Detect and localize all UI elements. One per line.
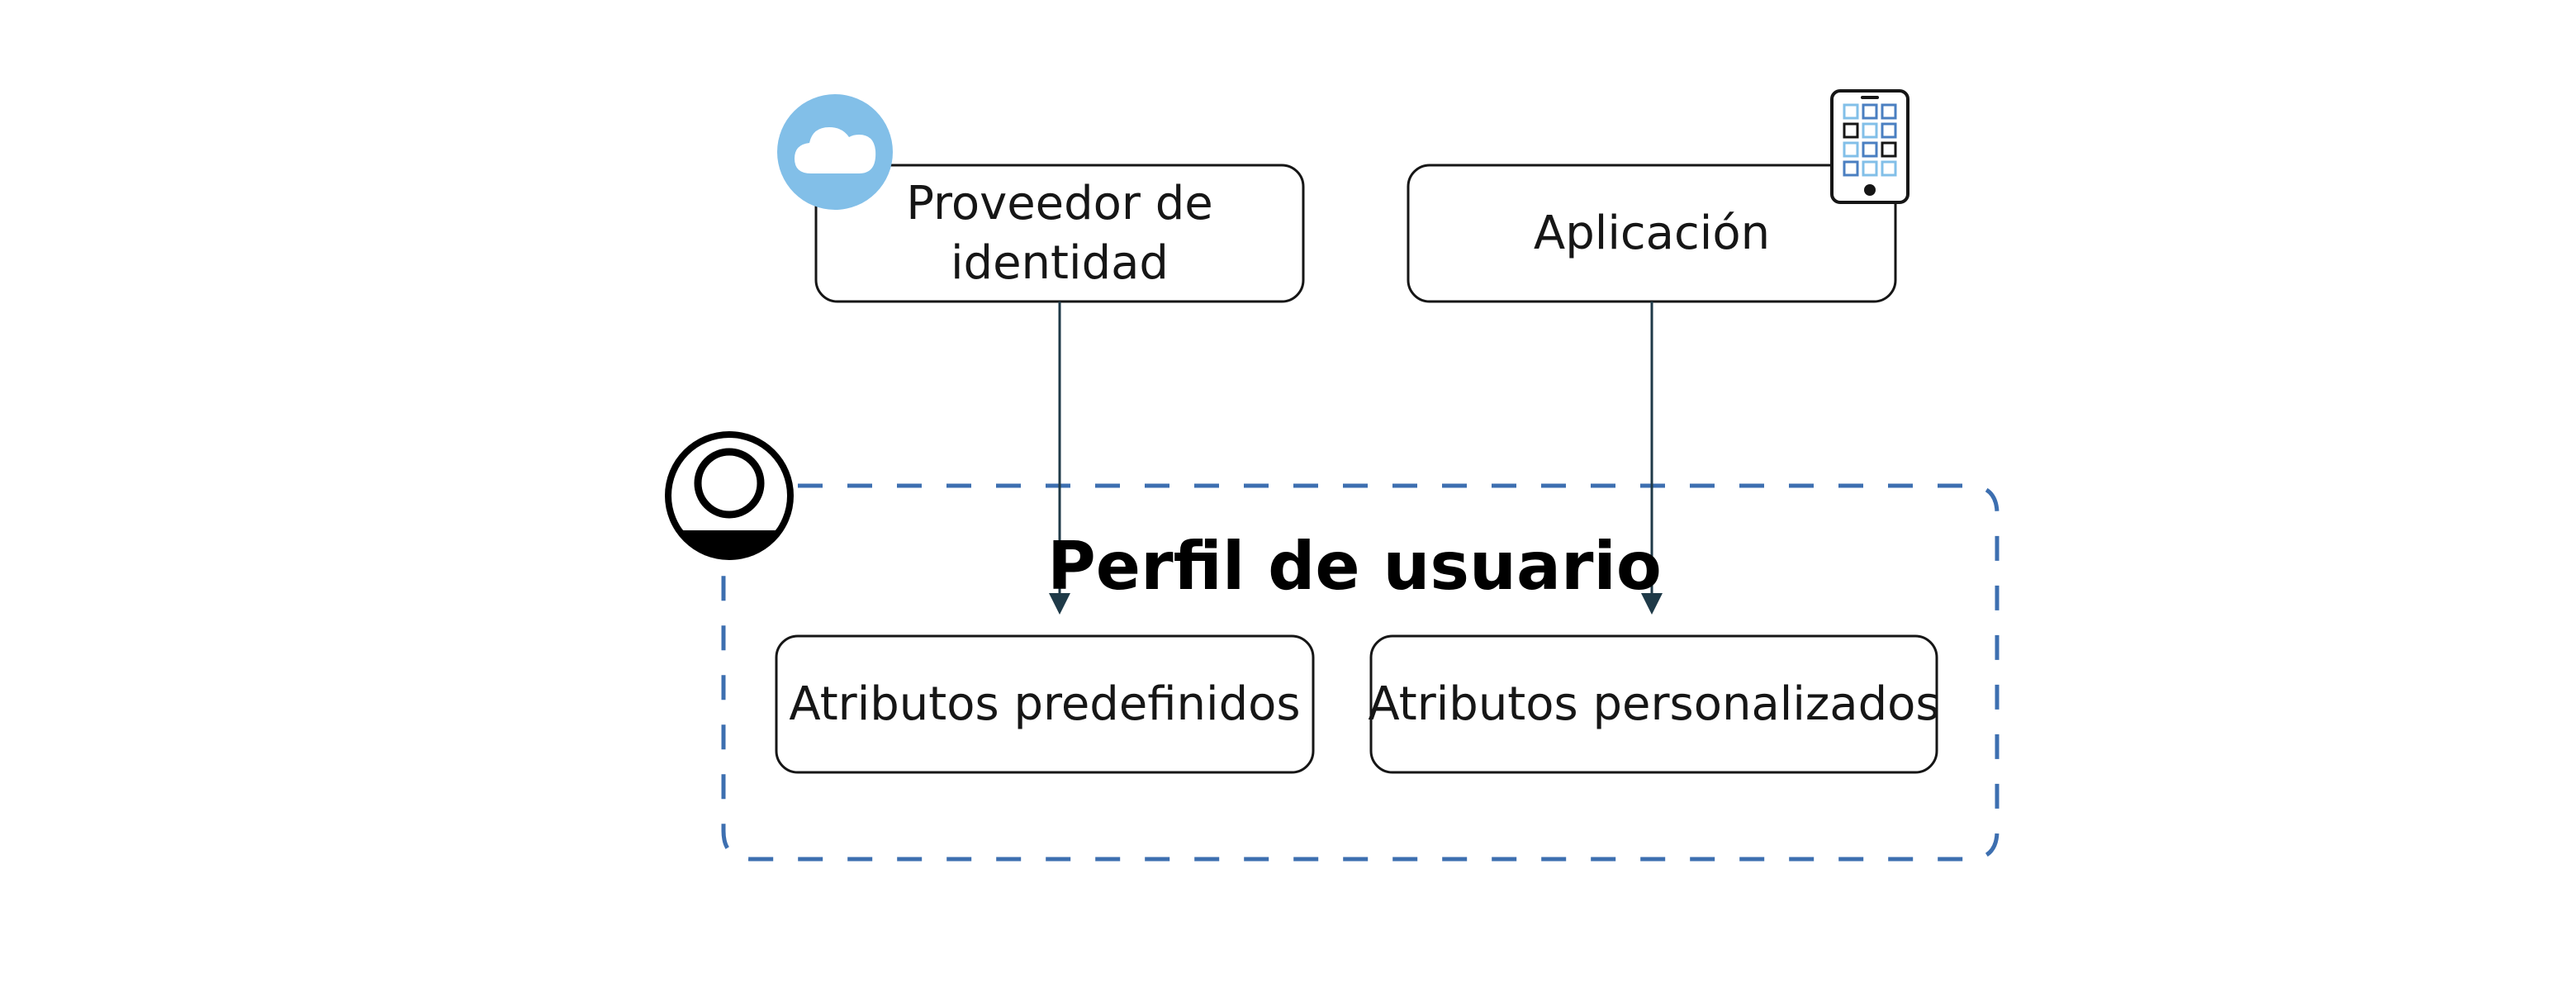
- identity-provider-label: Proveedor de identidad: [816, 165, 1303, 302]
- user-profile-title: Perfil de usuario: [1024, 520, 1685, 611]
- arrow-application-to-custom: [1641, 302, 1663, 615]
- custom-attributes-box: [1369, 634, 1938, 774]
- cloud-icon: [777, 94, 893, 210]
- user-avatar-icon: [665, 431, 794, 560]
- user-profile-title-text: Perfil de usuario: [1047, 527, 1662, 605]
- application-label: Aplicación: [1408, 165, 1895, 302]
- user-profile-container: [721, 483, 2000, 862]
- custom-attributes-label-text: Atributos personalizados: [1368, 677, 1940, 731]
- identity-provider-label-line2: identidad: [951, 235, 1169, 290]
- predefined-attributes-box: [775, 634, 1315, 774]
- arrow-identity-to-predefined: [1049, 302, 1070, 615]
- application-label-text: Aplicación: [1533, 207, 1771, 260]
- predefined-attributes-label: Atributos predefinidos: [776, 636, 1313, 772]
- predefined-attributes-label-text: Atributos predefinidos: [789, 677, 1301, 731]
- custom-attributes-label: Atributos personalizados: [1368, 636, 1940, 772]
- mobile-app-icon: [1830, 89, 1909, 204]
- identity-provider-label-line1: Proveedor de: [906, 176, 1213, 230]
